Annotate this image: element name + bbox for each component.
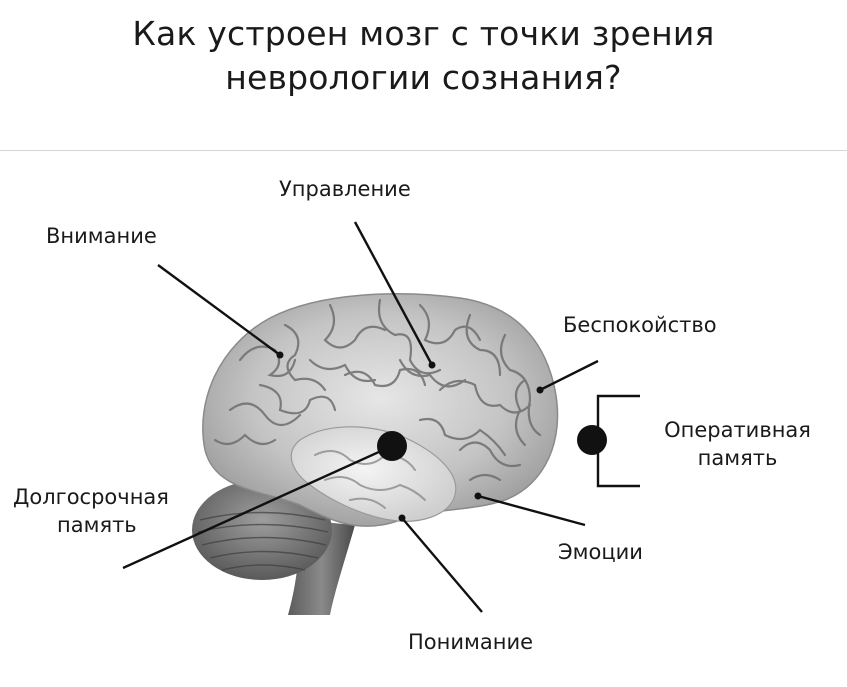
label-working-memory: Оперативная память	[650, 416, 825, 472]
label-control: Управление	[279, 177, 411, 201]
pointer-long-term-memory	[122, 444, 393, 570]
label-understanding: Понимание	[408, 630, 534, 654]
marker-long-term-memory	[377, 431, 407, 461]
divider	[0, 150, 847, 151]
pointer-emotions	[477, 494, 586, 527]
pointer-understanding	[401, 517, 483, 613]
label-anxiety: Беспокойство	[563, 313, 717, 337]
label-long-term-memory: Долгосрочная память	[13, 483, 169, 539]
pointer-anxiety	[539, 359, 599, 392]
label-working-memory-line-1: Оперативная	[664, 418, 811, 442]
pointer-attention	[157, 264, 281, 356]
dot-emotions	[474, 492, 482, 500]
label-long-term-memory-line-2: память	[57, 513, 137, 537]
page-title: Как устроен мозг с точки зрения невролог…	[0, 12, 847, 100]
label-emotions: Эмоции	[558, 540, 643, 564]
dot-control	[428, 361, 436, 369]
pointer-control	[353, 221, 434, 366]
dot-understanding	[398, 514, 406, 522]
marker-working-memory	[577, 425, 607, 455]
title-line-2: неврологии сознания?	[225, 58, 622, 97]
title-line-1: Как устроен мозг с точки зрения	[132, 14, 715, 53]
label-working-memory-line-2: память	[697, 446, 778, 470]
dot-anxiety	[536, 386, 544, 394]
cerebral-cortex	[202, 293, 559, 527]
label-long-term-memory-line-1: Долгосрочная	[13, 485, 169, 509]
label-attention: Внимание	[46, 224, 157, 248]
dot-attention	[276, 351, 284, 359]
